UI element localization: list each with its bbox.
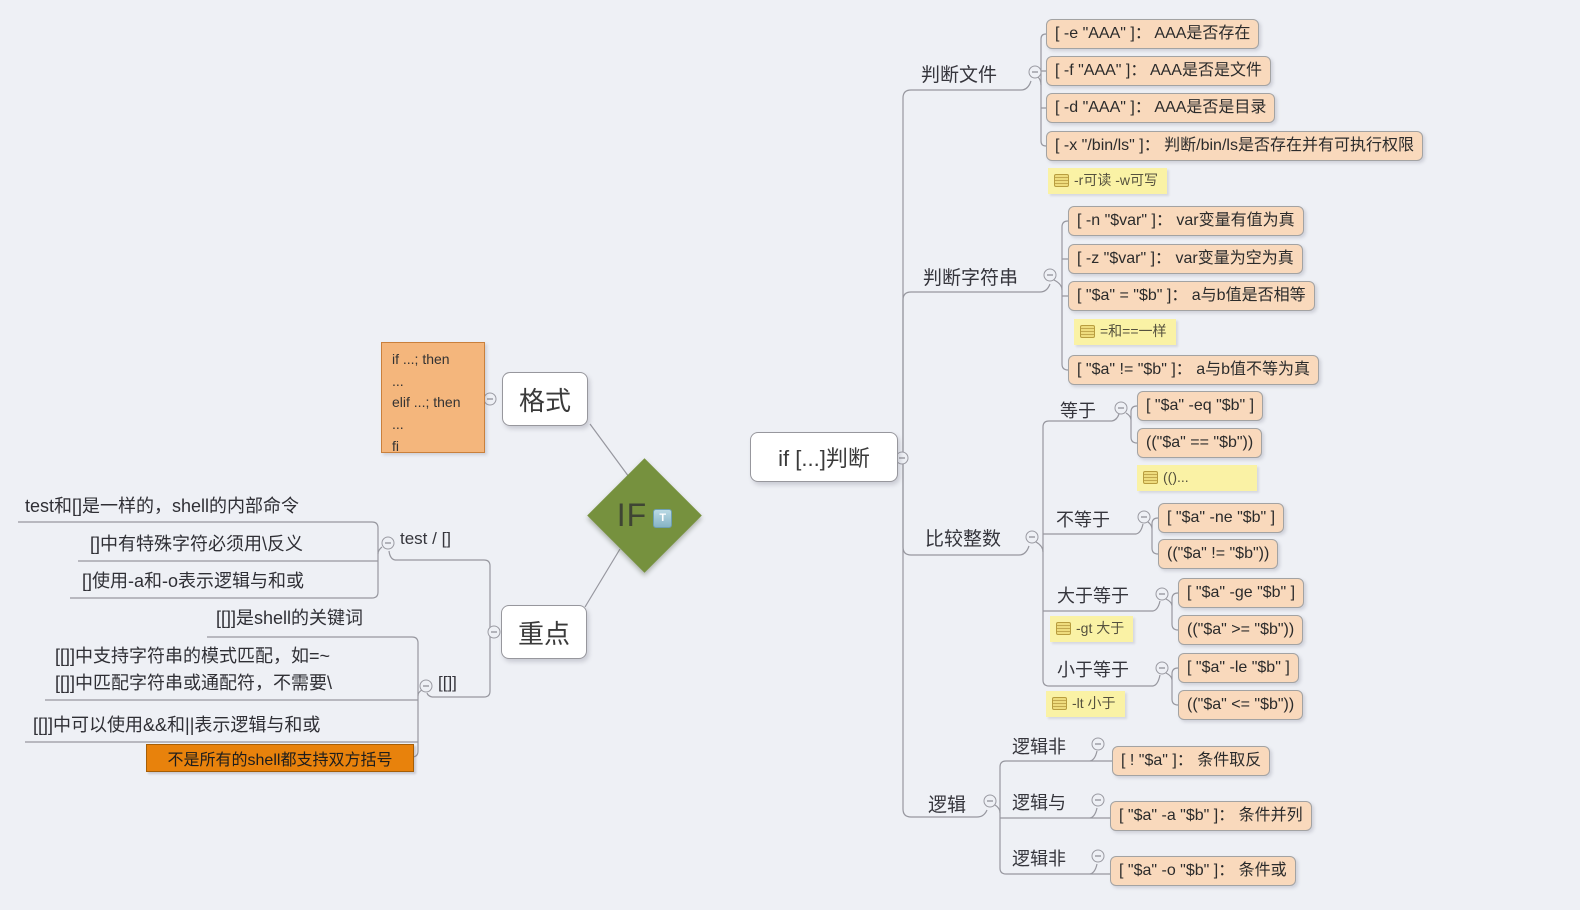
connector-line <box>1061 220 1069 371</box>
connector-line <box>388 550 433 698</box>
connector-line <box>902 80 1032 452</box>
leaf-logic-or[interactable]: [ "$a" -o "$b" ]： 条件或 <box>1110 856 1296 887</box>
leaf-string-n[interactable]: [ -n "$var" ]： var变量有值为真 <box>1068 206 1304 237</box>
connector-line <box>589 423 630 478</box>
topic-logic[interactable]: 逻辑 <box>928 795 967 816</box>
connector-line <box>902 464 988 818</box>
connector-line <box>1165 592 1179 631</box>
connector-line <box>994 804 1001 814</box>
leaf-test-same[interactable]: test和[]是一样的，shell的内部命令 <box>25 496 300 516</box>
leaf-string-eq[interactable]: [ "$a" = "$b" ]： a与b值是否相等 <box>1068 281 1315 312</box>
leaf-ge-test[interactable]: [ "$a" -ge "$b" ] <box>1178 578 1305 609</box>
note-icon <box>1052 697 1067 711</box>
leaf-file-e[interactable]: [ -e "AAA" ]： AAA是否存在 <box>1046 19 1260 50</box>
leaf-eq-test[interactable]: [ "$a" -eq "$b" ] <box>1137 391 1264 422</box>
topic-format[interactable]: 格式 <box>502 372 588 426</box>
topic-marker-icon: T <box>653 508 673 528</box>
topic-if-judge[interactable]: if [...]判断 <box>750 432 898 482</box>
connector-line <box>1042 420 1153 687</box>
collapse-toggles <box>381 65 1169 863</box>
note-string[interactable]: =和==一样 <box>1074 319 1176 345</box>
topic-logic-not-2[interactable]: 逻辑非 <box>1012 849 1066 869</box>
leaf-ge-dparen[interactable]: (("$a" >= "$b")) <box>1178 615 1304 646</box>
topic-format-code[interactable]: if ...; then ... elif ...; then ... fi <box>381 342 485 454</box>
central-topic-label: IF <box>616 497 648 533</box>
note-le[interactable]: -lt 小于 <box>1046 691 1125 717</box>
leaf-le-dparen[interactable]: (("$a" <= "$b")) <box>1178 690 1304 721</box>
topic-le[interactable]: 小于等于 <box>1057 660 1129 680</box>
note-ge[interactable]: -gt 大于 <box>1050 616 1134 642</box>
connector-line <box>584 548 621 608</box>
topic-judge-string[interactable]: 判断字符串 <box>923 268 1019 289</box>
connector-line <box>1089 750 1098 875</box>
note-icon <box>1056 622 1071 636</box>
leaf-eq-dparen[interactable]: (("$a" == "$b")) <box>1137 428 1263 459</box>
topic-logic-and[interactable]: 逻辑与 <box>1012 793 1066 813</box>
topic-logic-not-1[interactable]: 逻辑非 <box>1012 737 1066 757</box>
central-topic[interactable]: IF T <box>587 458 702 573</box>
leaf-string-ne[interactable]: [ "$a" != "$b" ]： a与b值不等为真 <box>1068 355 1320 386</box>
leaf-ne-dparen[interactable]: (("$a" != "$b")) <box>1158 539 1279 570</box>
note-icon <box>1143 471 1158 485</box>
connector-line <box>1147 517 1159 555</box>
note-icon <box>1080 325 1095 339</box>
connector-line <box>1111 413 1161 687</box>
connector-line <box>1053 279 1063 291</box>
note-eq[interactable]: (()... <box>1137 465 1257 491</box>
connector-line <box>18 521 379 599</box>
leaf-logic-and[interactable]: [ "$a" -a "$b" ]： 条件并列 <box>1110 801 1312 832</box>
connector-line <box>25 636 419 758</box>
leaf-file-x[interactable]: [ -x "/bin/ls" ]： 判断/bin/ls是否存在并有可执行权限 <box>1046 131 1423 162</box>
topic-judge-file[interactable]: 判断文件 <box>921 65 998 86</box>
connector-line <box>1165 667 1179 706</box>
connector-line <box>902 283 1051 452</box>
note-file[interactable]: -r可读 -w可写 <box>1048 168 1167 194</box>
leaf-ne-test[interactable]: [ "$a" -ne "$b" ] <box>1158 503 1285 534</box>
topic-double-brackets[interactable]: [[]] <box>438 673 457 692</box>
topic-key-points[interactable]: 重点 <box>501 605 587 659</box>
topic-test-brackets[interactable]: test / [] <box>400 529 452 548</box>
topic-eq[interactable]: 等于 <box>1060 401 1096 421</box>
leaf-file-f[interactable]: [ -f "AAA" ]： AAA是否是文件 <box>1046 56 1271 87</box>
connector-line <box>1035 541 1044 553</box>
leaf-dbl-warning[interactable]: 不是所有的shell都支持双方括号 <box>146 744 414 772</box>
leaf-dbl-keyword[interactable]: [[]]是shell的关键词 <box>216 608 364 628</box>
topic-compare-int[interactable]: 比较整数 <box>925 529 1002 550</box>
leaf-dbl-andor[interactable]: [[]]中可以使用&&和||表示逻辑与和或 <box>33 715 321 735</box>
note-icon <box>1054 174 1069 188</box>
topic-ne[interactable]: 不等于 <box>1056 510 1110 530</box>
leaf-test-a-o[interactable]: []使用-a和-o表示逻辑与和或 <box>82 571 305 591</box>
leaf-le-test[interactable]: [ "$a" -le "$b" ] <box>1178 653 1299 684</box>
topic-ge[interactable]: 大于等于 <box>1057 586 1129 606</box>
leaf-file-d[interactable]: [ -d "AAA" ]： AAA是否是目录 <box>1046 93 1276 124</box>
connector-line <box>1040 33 1047 147</box>
leaf-test-escape[interactable]: []中有特殊字符必须用\反义 <box>90 534 304 554</box>
leaf-string-z[interactable]: [ -z "$var" ]： var变量为空为真 <box>1068 244 1303 275</box>
leaf-logic-not[interactable]: [ ! "$a" ]： 条件取反 <box>1112 746 1271 777</box>
connector-line <box>1125 405 1138 444</box>
leaf-dbl-pattern[interactable]: [[]]中支持字符串的模式匹配，如=~ [[]]中匹配字符串或通配符，不需要\ <box>55 646 333 693</box>
